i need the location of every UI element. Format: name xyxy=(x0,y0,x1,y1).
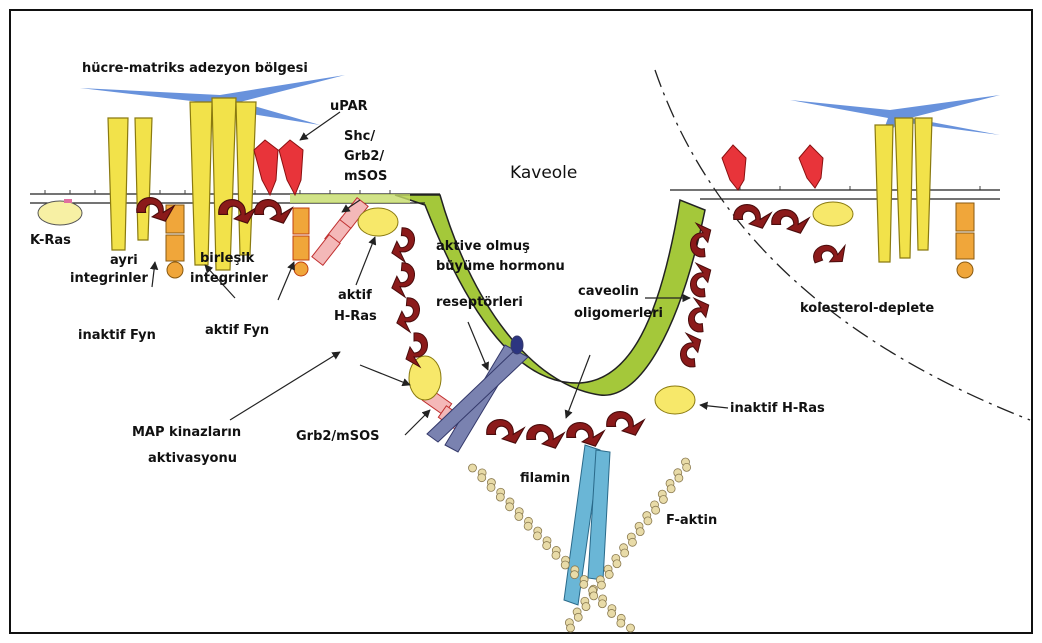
k-ras-molecule xyxy=(38,201,82,225)
actin-bead xyxy=(574,613,582,621)
actin-bead xyxy=(605,570,613,578)
actin-bead xyxy=(543,542,551,550)
k-ras-anchor xyxy=(64,199,72,203)
actin-bead xyxy=(621,549,629,557)
actin-bead xyxy=(675,474,683,482)
label-k-ras: K-Ras xyxy=(30,232,71,250)
label-joined-line2: integrinler xyxy=(190,270,268,288)
label-filamin: filamin xyxy=(520,470,570,488)
right-membrane xyxy=(670,190,1000,199)
actin-bead xyxy=(652,506,660,514)
actin-bead xyxy=(496,493,504,501)
integrins-joined xyxy=(190,98,256,270)
frame xyxy=(10,10,1032,633)
fyn-right xyxy=(956,203,974,278)
actin-bead xyxy=(667,485,675,493)
actin-bead xyxy=(627,624,635,632)
label-active-fyn: aktif Fyn xyxy=(205,322,269,340)
active-fyn-molecule xyxy=(293,208,309,276)
actin-bead xyxy=(487,483,495,491)
label-cholesterol: kolesterol-deplete xyxy=(800,300,934,318)
label-f-actin: F-aktin xyxy=(666,512,717,530)
active-h-ras-molecule xyxy=(358,208,398,236)
label-shc-line3: mSOS xyxy=(344,168,387,186)
label-receptor-line2: büyüme hormonu xyxy=(436,258,565,276)
actin-bead xyxy=(597,581,605,589)
actin-bead xyxy=(561,561,569,569)
actin-bead xyxy=(644,517,652,525)
actin-bead xyxy=(524,522,532,530)
h-ras-right-molecule xyxy=(813,202,853,226)
actin-bead xyxy=(515,512,523,520)
label-shc-line1: Shc/ xyxy=(344,128,375,146)
actin-bead xyxy=(659,495,667,503)
actin-bead xyxy=(628,538,636,546)
label-separate-line1: ayri xyxy=(110,252,138,270)
actin-bead xyxy=(582,603,590,611)
actin-bead xyxy=(567,624,575,632)
actin-bead xyxy=(683,463,691,471)
label-upar: uPAR xyxy=(330,98,368,116)
lipid-raft-strip xyxy=(290,194,410,203)
label-active-hras-line2: H-Ras xyxy=(334,308,377,326)
label-grb2: Grb2/mSOS xyxy=(296,428,380,446)
label-inactive-fyn: inaktif Fyn xyxy=(78,327,156,345)
actin-bead xyxy=(617,619,625,627)
label-inactive-hras: inaktif H-Ras xyxy=(730,400,825,418)
label-active-hras-line1: aktif xyxy=(338,287,372,305)
label-map-line2: aktivasyonu xyxy=(148,450,237,468)
label-caveolin-line2: oligomerleri xyxy=(574,305,663,323)
label-caveolin-line1: caveolin xyxy=(578,283,639,301)
actin-bead xyxy=(552,551,560,559)
shc-grb2-complex xyxy=(312,198,368,266)
actin-bead xyxy=(608,609,616,617)
actin-bead xyxy=(506,503,514,511)
label-map-line1: MAP kinazların xyxy=(132,424,241,442)
label-receptor-line1: aktive olmuş xyxy=(436,238,530,256)
integrins-right xyxy=(875,118,932,262)
label-separate-line2: integrinler xyxy=(70,270,148,288)
actin-bead xyxy=(533,532,541,540)
actin-bead xyxy=(571,571,579,579)
label-shc-line2: Grb2/ xyxy=(344,148,384,166)
actin-bead xyxy=(636,528,644,536)
actin-bead xyxy=(469,464,477,472)
label-caveola: Kaveole xyxy=(510,164,577,182)
actin-bead xyxy=(613,560,621,568)
inactive-h-ras-molecule xyxy=(655,386,695,414)
actin-bead xyxy=(478,474,486,482)
actin-bead xyxy=(590,592,598,600)
label-matrix-adhesion: hücre-matriks adezyon bölgesi xyxy=(82,60,308,78)
actin-bead xyxy=(580,580,588,588)
label-receptor-line3: reseptörleri xyxy=(436,294,523,312)
actin-bead xyxy=(598,600,606,608)
integrins-separate xyxy=(108,118,152,250)
label-joined-line1: birleşik xyxy=(200,250,254,268)
